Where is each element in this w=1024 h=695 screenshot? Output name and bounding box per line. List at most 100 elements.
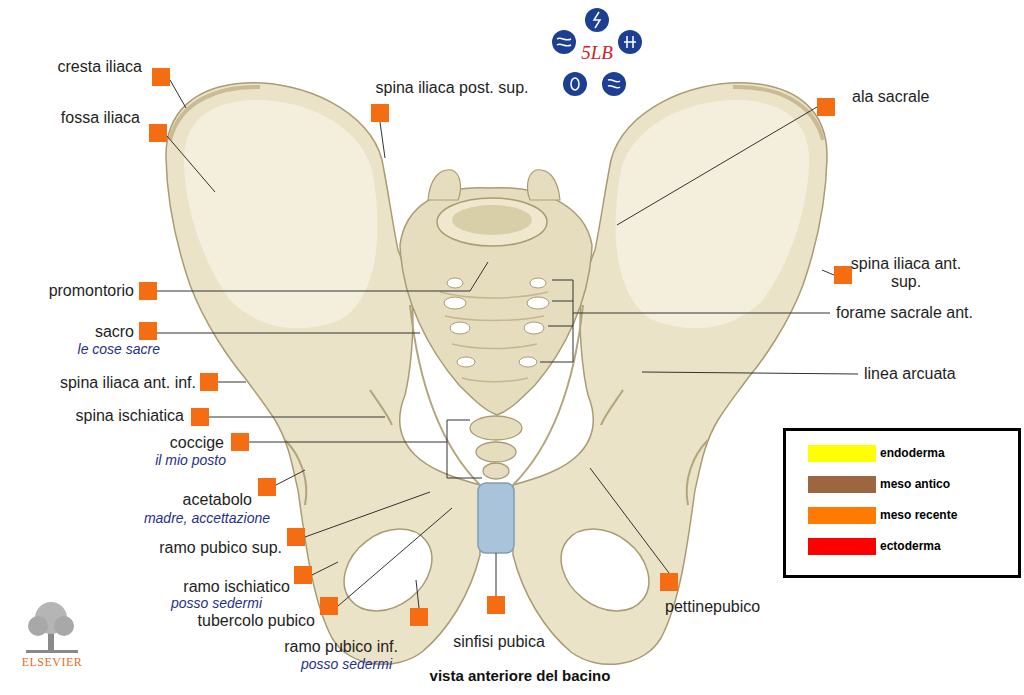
logo-text: 5LB (581, 42, 613, 64)
part-label: linea arcuata (864, 365, 956, 383)
logo-glyphs (557, 12, 636, 88)
tree-crown (28, 616, 48, 636)
part-label: pettinepubico (665, 598, 760, 616)
leader-line (496, 553, 497, 596)
orange-square (410, 608, 428, 626)
coccyx-segment (483, 463, 509, 479)
publisher-tree (26, 602, 78, 653)
orange-square (139, 282, 157, 300)
note-label: il mio posto (155, 452, 226, 468)
orange-square (817, 98, 835, 116)
legend-swatch (808, 445, 876, 462)
logo-dot (563, 72, 587, 96)
leader-line (305, 492, 430, 537)
leader-line (167, 136, 215, 192)
sacral-foramen (524, 322, 544, 334)
part-label: ramo ischiatico (183, 578, 290, 596)
s1-body (437, 198, 547, 246)
orange-square (258, 478, 276, 496)
tree-ground (26, 650, 78, 653)
figure-caption: vista anteriore del bacino (430, 667, 611, 684)
leader-line (822, 270, 834, 275)
orange-square (371, 104, 389, 122)
part-label: sinfisi pubica (453, 633, 545, 651)
legend-swatch (808, 538, 876, 555)
part-label: sacro (95, 323, 134, 341)
sacral-foramen (447, 278, 463, 288)
leader-line (380, 122, 385, 158)
note-label: le cose sacre (78, 341, 160, 357)
orange-square (834, 266, 852, 284)
orange-markers (139, 68, 852, 626)
note-label: posso sedermi (171, 595, 262, 611)
sacral-foramen (527, 297, 549, 309)
leader-line (338, 508, 452, 606)
left-hip-bone (166, 83, 480, 665)
articular-process (528, 170, 560, 200)
sacral-foramen (457, 357, 475, 367)
legend-row: endoderma (786, 445, 1018, 463)
note-label: posso sedermi (301, 656, 392, 672)
legend-label: meso recente (880, 508, 957, 522)
legend-label: endoderma (880, 446, 945, 460)
orange-square (149, 124, 167, 142)
part-label: spina iliaca ant. sup. (850, 255, 962, 292)
part-label: spina iliaca post. sup. (376, 79, 529, 97)
logo-dot (552, 30, 576, 54)
leader-line (617, 107, 817, 225)
leader-bracket (540, 280, 830, 362)
note-label: madre, accettazione (144, 510, 270, 526)
part-label: spina iliaca ant. inf. (60, 374, 196, 392)
orange-square (660, 573, 678, 591)
legend-label: ectoderma (880, 539, 941, 553)
publisher-logo: ELSEVIER (22, 656, 83, 670)
leader-bracket (249, 420, 482, 478)
leader-line (218, 382, 246, 383)
sacral-foramen (519, 357, 537, 367)
leader-line (157, 262, 488, 291)
orange-square (487, 596, 505, 614)
legend-swatch (808, 507, 876, 524)
part-label: cresta iliaca (58, 58, 142, 76)
orange-square (294, 566, 312, 584)
legend-label: meso antico (880, 477, 950, 491)
leader-line (209, 417, 385, 418)
leader-line (276, 470, 305, 485)
tree-crown (54, 616, 74, 636)
part-label: ramo pubico inf. (284, 638, 398, 656)
legend-box: endoderma meso antico meso recente ectoderm… (783, 428, 1021, 578)
leader-lines (157, 80, 858, 608)
coccyx-segment (476, 442, 516, 462)
legend-row: ectoderma (786, 538, 1018, 556)
orange-square (231, 433, 249, 451)
leader-line (170, 80, 186, 108)
s1-body-top (452, 205, 532, 235)
legend-swatch (808, 476, 876, 493)
orange-square (320, 597, 338, 615)
part-label: forame sacrale ant. (836, 304, 973, 322)
sacral-foramen (444, 297, 466, 309)
leader-line (590, 468, 669, 573)
orange-square (191, 408, 209, 426)
logo-glyph (571, 78, 579, 90)
orange-square (200, 373, 218, 391)
coccyx-segment (470, 416, 522, 440)
legend-row: meso antico (786, 476, 1018, 494)
orange-square (287, 528, 305, 546)
sacral-foramen (450, 322, 470, 334)
orange-square (152, 68, 170, 86)
part-label: ramo pubico sup. (159, 539, 282, 557)
part-label: coccige (170, 434, 224, 452)
leader-line (312, 562, 338, 575)
sacral-foramen (530, 278, 546, 288)
legend-row: meso recente (786, 507, 1018, 525)
pubic-symphysis (478, 483, 514, 553)
part-label: tubercolo pubico (198, 612, 315, 630)
leader-line (416, 580, 419, 608)
part-label: ala sacrale (852, 88, 929, 106)
orange-square (139, 322, 157, 340)
logo-dot (602, 72, 626, 96)
sacral-ridges (440, 292, 548, 382)
leader-line (642, 372, 858, 374)
